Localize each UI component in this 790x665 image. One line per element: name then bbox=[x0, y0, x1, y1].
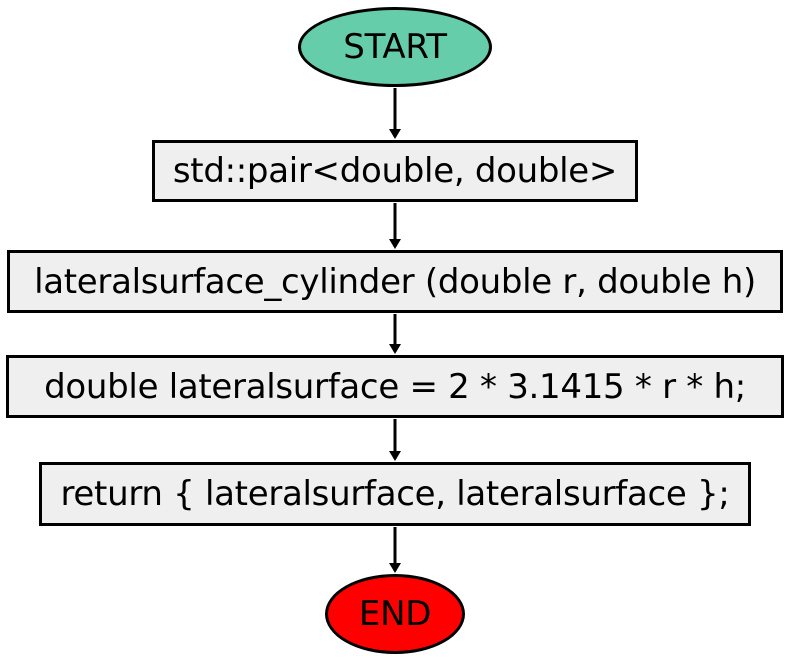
step-return-type: std::pair<double, double> bbox=[152, 140, 638, 202]
step-function-signature: lateralsurface_cylinder (double r, doubl… bbox=[7, 250, 783, 313]
end-label: END bbox=[358, 594, 432, 634]
step-return-statement: return { lateralsurface, lateralsurface … bbox=[39, 462, 751, 526]
step-compute-lateral-surface-label: double lateralsurface = 2 * 3.1415 * r *… bbox=[44, 366, 746, 407]
step-return-statement-label: return { lateralsurface, lateralsurface … bbox=[60, 474, 730, 514]
step-return-type-label: std::pair<double, double> bbox=[172, 151, 618, 191]
start-label: START bbox=[343, 27, 447, 67]
step-compute-lateral-surface: double lateralsurface = 2 * 3.1415 * r *… bbox=[6, 355, 784, 418]
end-terminal: END bbox=[325, 574, 465, 654]
start-terminal: START bbox=[298, 7, 492, 87]
step-function-signature-label: lateralsurface_cylinder (double r, doubl… bbox=[34, 261, 756, 302]
